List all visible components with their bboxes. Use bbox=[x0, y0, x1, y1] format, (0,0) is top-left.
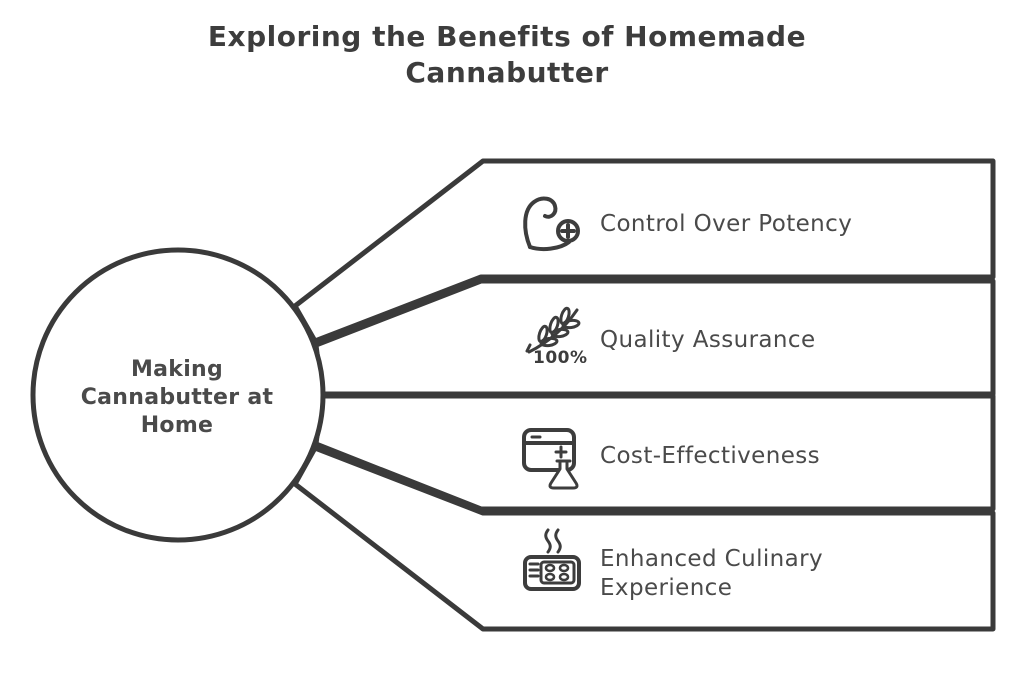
title-line-2: Cannabutter bbox=[405, 56, 608, 89]
diagram-title: Exploring the Benefits of Homemade Canna… bbox=[208, 20, 806, 89]
benefit-band-cost: Cost-Effectiveness bbox=[313, 393, 996, 512]
benefit-label: Quality Assurance bbox=[600, 327, 816, 353]
center-label-line-3: Home bbox=[141, 413, 214, 438]
quality-badge: 100% bbox=[533, 348, 588, 368]
title-line-1: Exploring the Benefits of Homemade bbox=[208, 20, 806, 53]
benefit-label-line-1: Enhanced Culinary bbox=[600, 546, 823, 572]
center-circle bbox=[30, 247, 326, 543]
bicep-plus-icon bbox=[523, 196, 580, 252]
center-label-line-1: Making bbox=[131, 357, 223, 382]
benefit-label: Control Over Potency bbox=[600, 211, 852, 237]
benefit-band-quality: 100% Quality Assurance bbox=[313, 278, 996, 397]
center-label-line-2: Cannabutter at bbox=[81, 385, 274, 410]
oven-steam-icon bbox=[523, 528, 581, 591]
center-node: Making Cannabutter at Home bbox=[30, 247, 326, 543]
browser-flask-icon bbox=[522, 428, 579, 490]
benefit-label: Cost-Effectiveness bbox=[600, 443, 820, 469]
wheat-icon bbox=[525, 306, 581, 354]
benefit-label-line-2: Experience bbox=[600, 575, 732, 601]
